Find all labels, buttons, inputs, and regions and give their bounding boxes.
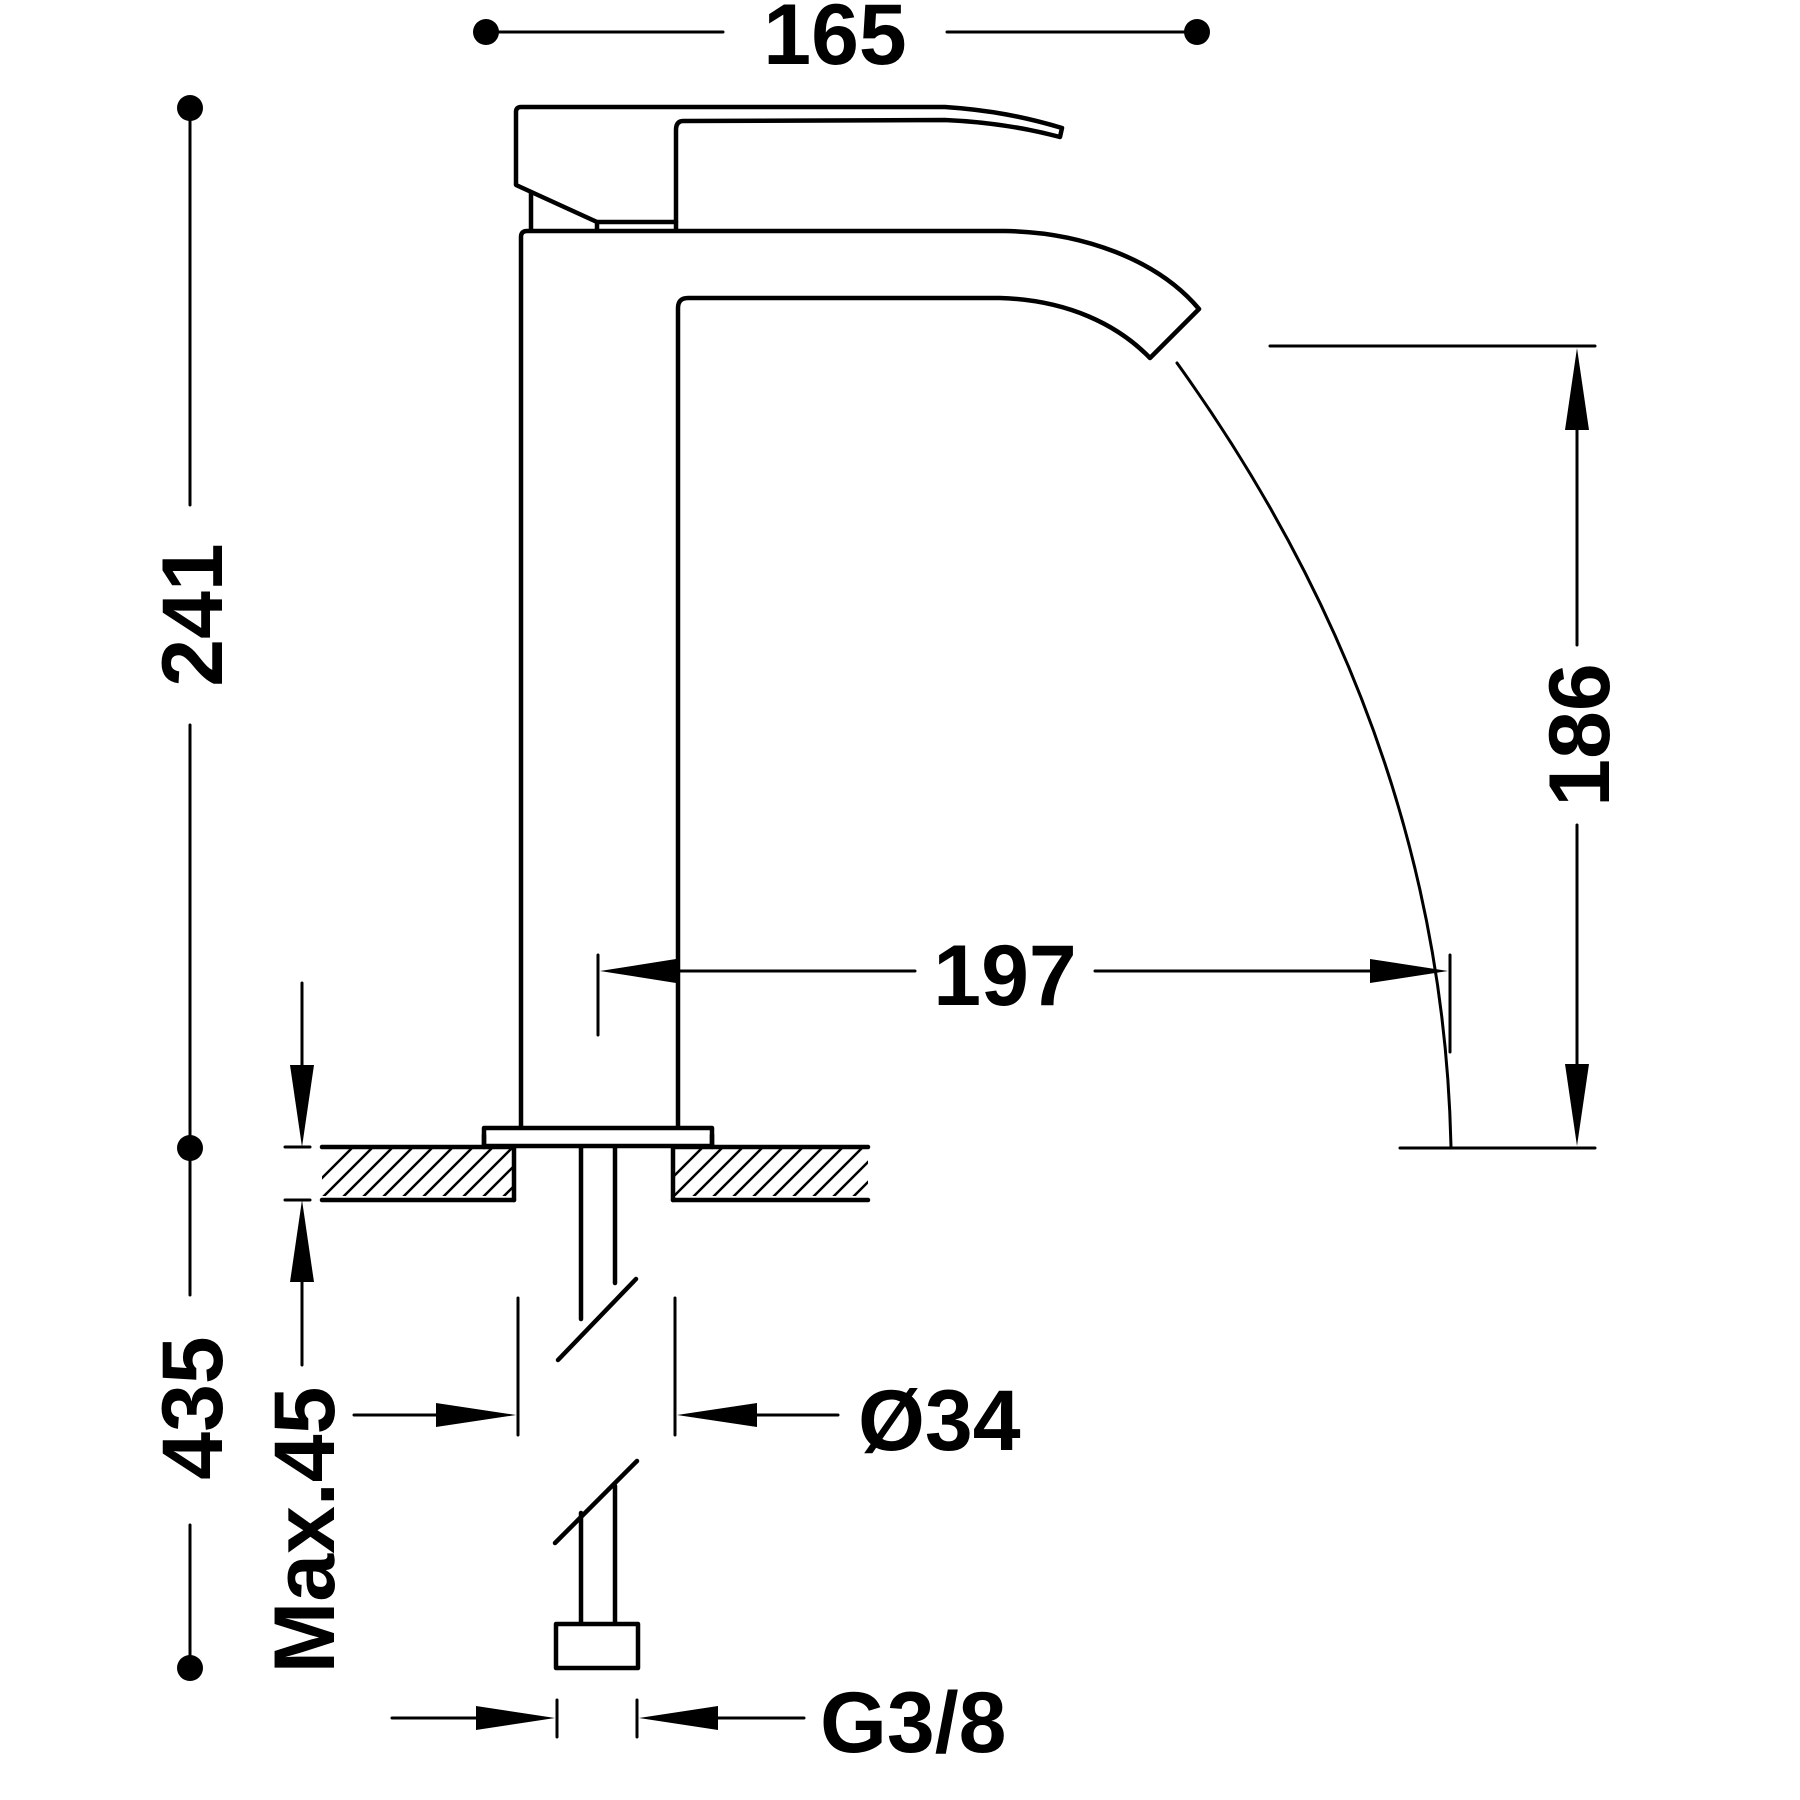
- label-connection-thread: G3/8: [820, 1675, 1006, 1771]
- label-width-top: 165: [763, 0, 907, 83]
- dimension-connection-thread: G3/8: [390, 1675, 1006, 1771]
- base-flange: [481, 1125, 715, 1149]
- connection-fitting: [553, 1621, 641, 1671]
- dimension-height-total: 241: [145, 95, 241, 1161]
- dimension-spout-height: 186: [1268, 344, 1628, 1150]
- mounting-shank: [552, 1145, 641, 1671]
- spout-body: [518, 228, 1202, 1129]
- water-stream: [1175, 361, 1453, 1150]
- label-spout-reach: 197: [933, 928, 1077, 1024]
- dimension-spout-reach: 197: [596, 928, 1452, 1054]
- label-deck-thickness: Max.45: [257, 1387, 353, 1674]
- dimension-deck-thickness: Max.45: [257, 981, 353, 1674]
- label-below-deck: 435: [145, 1336, 241, 1480]
- deck-section: [319, 1144, 871, 1203]
- dimension-below-deck: 435: [145, 1146, 241, 1681]
- dimension-width-top: 165: [473, 0, 1210, 83]
- label-height-total: 241: [145, 543, 241, 687]
- faucet-body: [481, 104, 1202, 1150]
- dimension-hole-diameter: Ø34: [352, 1296, 1021, 1469]
- label-hole-diameter: Ø34: [858, 1373, 1021, 1469]
- label-spout-height: 186: [1532, 663, 1628, 807]
- lever-handle: [513, 104, 1065, 225]
